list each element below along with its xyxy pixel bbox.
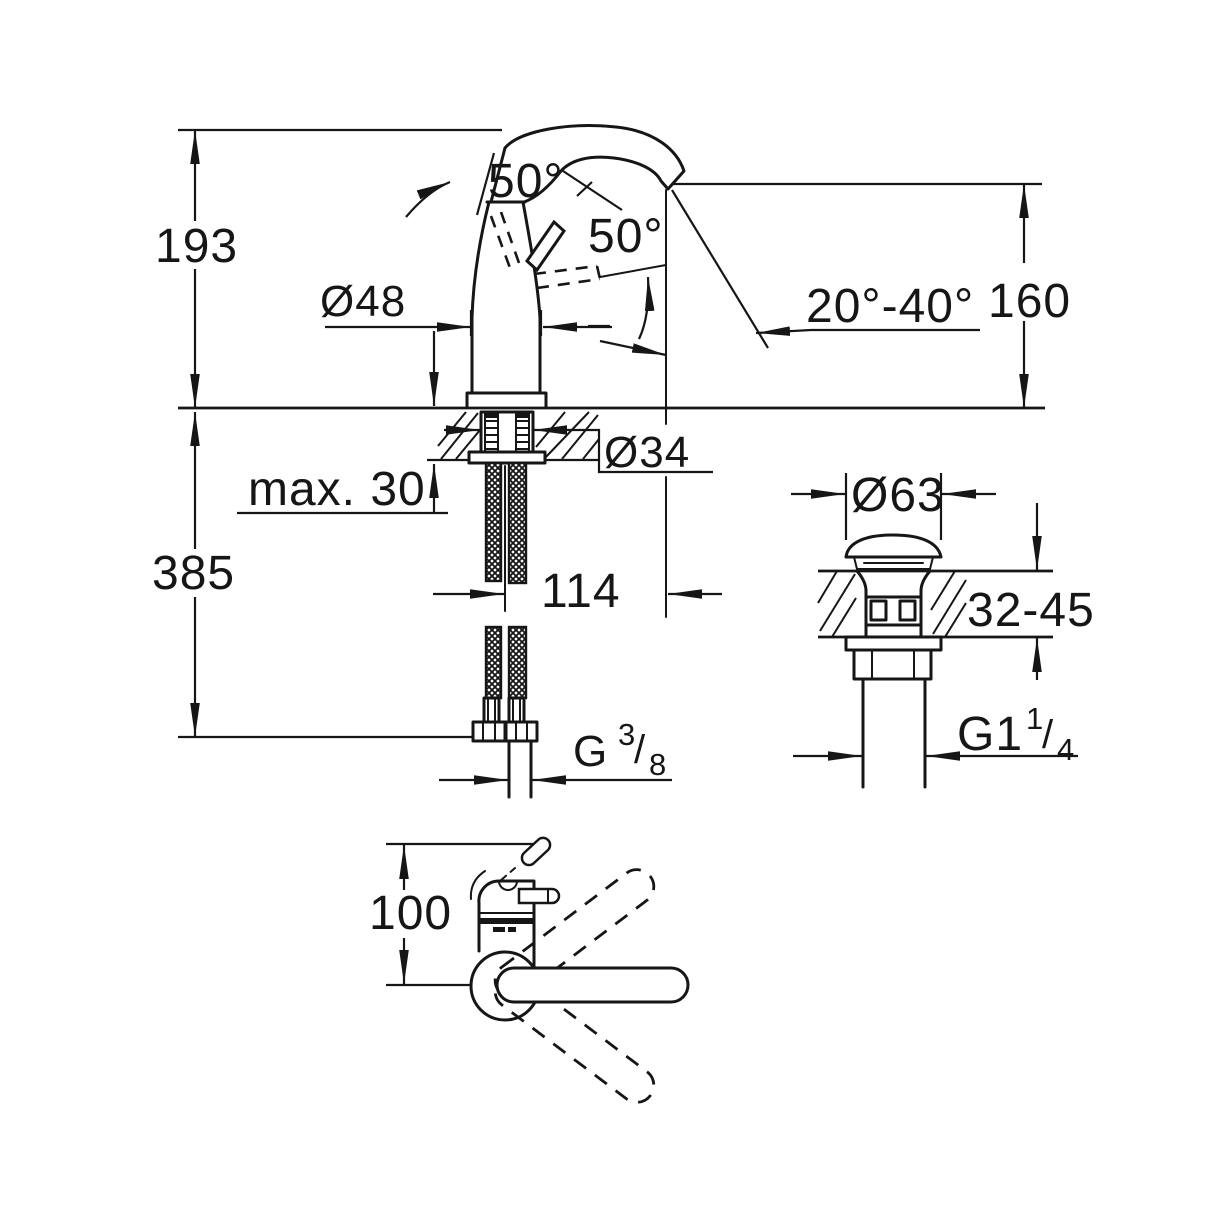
supply-hose-left-upper [484,461,503,583]
front-view: 50° 50° 193 385 Ø48 [152,124,1071,799]
waste-deck-range-label: 32-45 [967,584,1095,637]
base-plate [465,391,548,409]
plan-spout-band [479,918,534,924]
plan-aerator-mark-1 [493,927,505,932]
below-deck-height-label: 385 [152,547,235,600]
dimension-body-diameter: Ø48 [320,277,612,336]
hole-diameter-label: Ø34 [604,428,690,477]
shank-threads [484,420,530,450]
faucet-body-art [465,124,686,409]
plan-reference-lines [386,842,542,987]
waste-window [864,595,923,627]
handle-angle-annotations: 50° 50° [405,152,667,357]
waste-cap-dome [844,533,943,559]
plan-lever-up-dashes [499,867,516,882]
waste-cap-diameter-label: Ø63 [851,469,945,522]
dimension-total-height: 193 [155,130,238,408]
handle-open-angle-label: 50° [488,155,564,208]
stream-angle-label: 20°-40° [806,280,974,333]
hose-tail-tube [507,739,533,799]
mounting-hardware [427,410,600,799]
dimension-waste-deck-range: 32-45 [967,503,1095,680]
plan-lever-up-tip [520,836,552,867]
waste-thread-slash: / [1042,713,1054,757]
dimension-waste-thread: G1 1 / 4 [793,701,1078,767]
supply-hose-right-lower [507,625,528,700]
spout-outline [503,124,686,204]
plan-body-sketch-arc [469,870,486,900]
dimension-stream-angle: 20°-40° [671,189,980,349]
waste-window-hole-right [898,599,917,622]
lever-dashed-in-body [489,211,521,269]
handle-swing-lower-leg [599,339,667,357]
plan-view: 100 [369,836,690,1104]
waste-hatch-left [817,570,857,638]
supply-thread-numerator: 3 [618,717,635,752]
supply-thread-slash: / [634,728,646,772]
deck-thickness-label: max. 30 [248,463,426,516]
waste-hatch-right [930,570,967,638]
supply-thread-prefix: G [573,727,608,776]
waste-window-hole-left [869,599,888,622]
shank-nut [467,450,547,465]
spout-reach-label: 114 [541,565,621,618]
waste-thread-denominator: 4 [1057,732,1074,767]
plan-lever-solid [495,966,690,1004]
handle-swing-angle-label: 50° [588,210,664,263]
waste-body-sides [855,569,932,639]
dimension-hole-diameter: Ø34 [444,425,713,477]
dimension-spout-height: 160 [672,182,1071,408]
handle-up-extension-line [475,152,496,216]
handle-lift-arc [405,180,451,218]
total-height-label: 193 [155,220,238,273]
plan-aerator-mark-2 [508,927,516,932]
deck-hatch-right [535,411,600,460]
handle-swing-arc [638,276,655,340]
dimension-handle-projection: 100 [369,845,452,984]
supply-hose-left-lower [484,625,503,700]
supply-thread-denominator: 8 [649,747,666,782]
hose-nut-right [504,720,539,743]
body-left-edge [470,200,491,395]
waste-cap-band [853,556,934,570]
dimension-below-deck-height: 385 [152,412,235,737]
waste-tailpipe [861,677,927,789]
angle-leader-cross [562,170,623,211]
dimension-supply-thread: G 3 / 8 [439,717,672,785]
dimension-spout-reach: 114 [433,189,722,618]
deck-hatch-left [437,411,481,460]
handle-projection-label: 100 [369,887,452,940]
waste-thread-numerator: 1 [1026,701,1043,736]
lever-open-axis-line [599,264,667,278]
supply-hose-right-upper [507,461,528,585]
plan-pivot-notch [498,880,518,891]
plan-lever-nub [517,887,561,905]
spout-height-label: 160 [988,275,1071,328]
dimension-deck-thickness: max. 30 [237,331,448,516]
lever-handle [525,219,566,273]
waste-thread-prefix: G1 [957,708,1023,761]
dimension-waste-cap-diameter: Ø63 [791,469,996,540]
spout-left-edge [489,146,507,204]
body-diameter-label: Ø48 [320,277,406,326]
stream-direction-line [671,189,769,349]
waste-set-view: Ø63 32-45 G1 1 / 4 [791,469,1095,789]
